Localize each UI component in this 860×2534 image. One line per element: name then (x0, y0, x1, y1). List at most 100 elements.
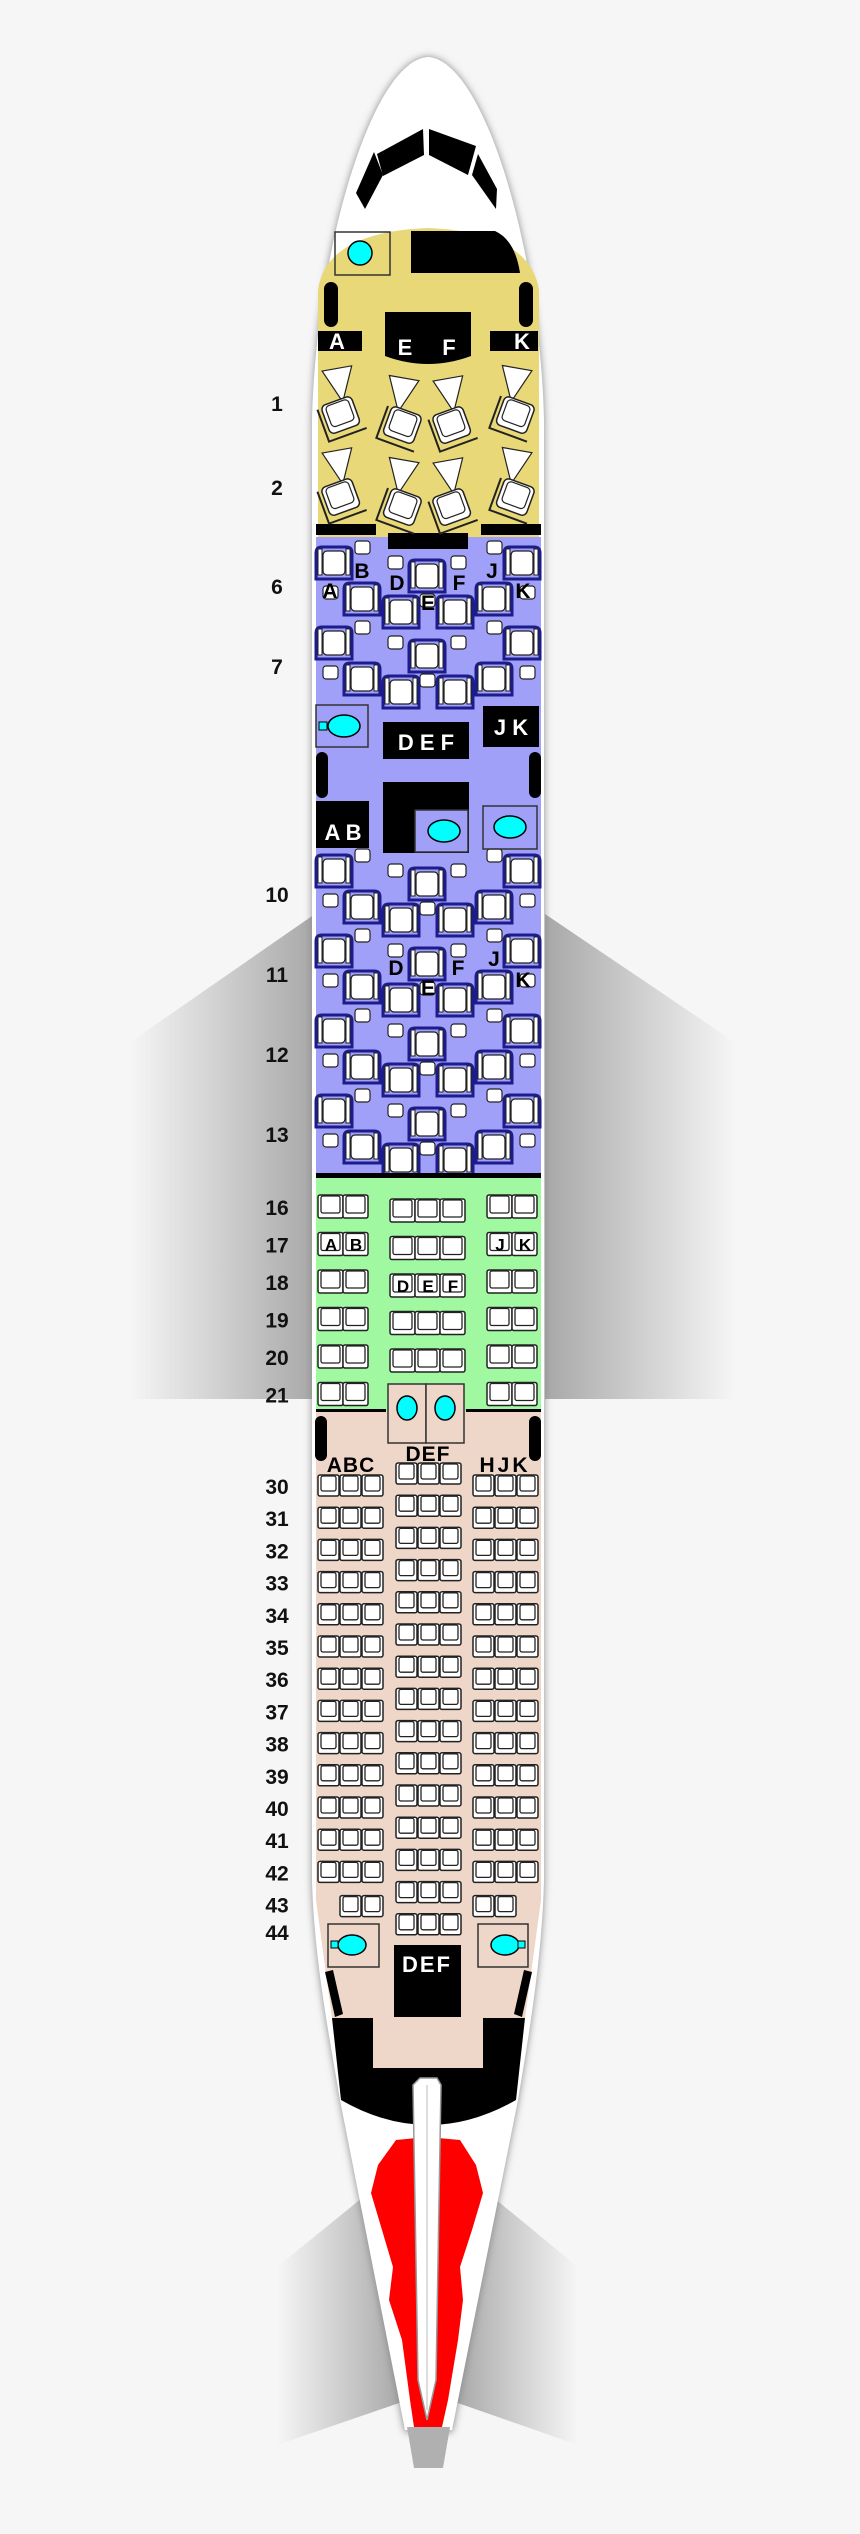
seat-16A[interactable] (317, 1194, 344, 1219)
seat-40K[interactable] (516, 1796, 539, 1819)
seat-1K[interactable] (488, 394, 539, 443)
seat-38H[interactable] (472, 1731, 495, 1755)
seat-39H[interactable] (472, 1764, 495, 1787)
seat-6D[interactable] (381, 594, 421, 630)
seat-39A[interactable] (317, 1764, 340, 1787)
seat-37D[interactable] (395, 1687, 418, 1711)
seat-43J[interactable] (494, 1894, 517, 1918)
seat-30F[interactable] (439, 1462, 462, 1485)
seat-35D[interactable] (395, 1623, 418, 1646)
seat-20A[interactable] (317, 1344, 344, 1369)
seat-34K[interactable] (516, 1603, 539, 1626)
seat-41K[interactable] (516, 1828, 539, 1851)
seat-37H[interactable] (472, 1699, 495, 1723)
seat-35E[interactable] (417, 1623, 440, 1646)
seat-41D[interactable] (395, 1816, 418, 1839)
seat-21J[interactable] (486, 1381, 513, 1407)
seat-12J[interactable] (474, 1049, 514, 1085)
seat-38A[interactable] (317, 1731, 340, 1755)
seat-11B[interactable] (342, 969, 382, 1005)
seat-32F[interactable] (439, 1526, 462, 1550)
seat-35H[interactable] (472, 1635, 495, 1658)
seat-10A[interactable] (314, 853, 354, 889)
seat-18A[interactable] (317, 1269, 344, 1294)
seat-16E[interactable] (414, 1198, 441, 1223)
seat-37E[interactable] (417, 1687, 440, 1711)
seat-35B[interactable] (339, 1635, 362, 1658)
seat-31J[interactable] (494, 1506, 517, 1529)
seat-6E[interactable] (407, 558, 447, 594)
seat-42A[interactable] (317, 1860, 340, 1884)
seat-32H[interactable] (472, 1538, 495, 1562)
seat-32B[interactable] (339, 1538, 362, 1562)
seat-34H[interactable] (472, 1603, 495, 1626)
seat-30J[interactable] (494, 1474, 517, 1497)
seat-17B[interactable] (342, 1231, 369, 1257)
seat-7F[interactable] (435, 674, 475, 710)
seat-40J[interactable] (494, 1796, 517, 1819)
seat-2F[interactable] (427, 486, 478, 535)
seat-43C[interactable] (361, 1894, 384, 1918)
seat-35F[interactable] (439, 1623, 462, 1646)
seat-1E[interactable] (375, 404, 426, 453)
seat-44D[interactable] (395, 1913, 418, 1936)
seat-41C[interactable] (361, 1828, 384, 1851)
seat-42F[interactable] (439, 1848, 462, 1872)
seat-17F[interactable] (439, 1235, 466, 1261)
seat-42J[interactable] (494, 1860, 517, 1884)
seat-35A[interactable] (317, 1635, 340, 1658)
seat-33F[interactable] (439, 1558, 462, 1582)
seat-30C[interactable] (361, 1474, 384, 1497)
seat-2A[interactable] (316, 476, 367, 525)
seat-18B[interactable] (342, 1269, 369, 1294)
seat-17A[interactable] (317, 1231, 344, 1257)
seat-10F[interactable] (435, 902, 475, 938)
seat-19D[interactable] (389, 1310, 416, 1336)
seat-35C[interactable] (361, 1635, 384, 1658)
seat-37J[interactable] (494, 1699, 517, 1723)
seat-11A[interactable] (314, 933, 354, 969)
seat-44E[interactable] (417, 1913, 440, 1936)
seat-42B[interactable] (339, 1860, 362, 1884)
seat-6B[interactable] (342, 581, 382, 617)
seat-41A[interactable] (317, 1828, 340, 1851)
seat-36C[interactable] (361, 1667, 384, 1690)
seat-31D[interactable] (395, 1494, 418, 1517)
seat-43F[interactable] (439, 1880, 462, 1904)
seat-10B[interactable] (342, 889, 382, 925)
seat-11D[interactable] (381, 982, 421, 1018)
seat-16K[interactable] (511, 1194, 538, 1219)
seat-7B[interactable] (342, 661, 382, 697)
seat-37C[interactable] (361, 1699, 384, 1723)
seat-38F[interactable] (439, 1719, 462, 1743)
seat-7K[interactable] (502, 625, 542, 661)
seat-32K[interactable] (516, 1538, 539, 1562)
seat-12D[interactable] (381, 1062, 421, 1098)
seat-34B[interactable] (339, 1603, 362, 1626)
seat-36K[interactable] (516, 1667, 539, 1690)
seat-13A[interactable] (314, 1093, 354, 1129)
seat-41J[interactable] (494, 1828, 517, 1851)
seat-2E[interactable] (375, 486, 426, 535)
seat-11J[interactable] (474, 969, 514, 1005)
seat-33B[interactable] (339, 1570, 362, 1594)
seat-39F[interactable] (439, 1752, 462, 1775)
seat-41B[interactable] (339, 1828, 362, 1851)
seat-44F[interactable] (439, 1913, 462, 1936)
seat-31K[interactable] (516, 1506, 539, 1529)
seat-11F[interactable] (435, 982, 475, 1018)
seat-19E[interactable] (414, 1310, 441, 1336)
seat-13D[interactable] (381, 1142, 421, 1178)
seat-39C[interactable] (361, 1764, 384, 1787)
seat-41F[interactable] (439, 1816, 462, 1839)
seat-40F[interactable] (439, 1784, 462, 1807)
seat-32C[interactable] (361, 1538, 384, 1562)
seat-16B[interactable] (342, 1194, 369, 1219)
seat-38D[interactable] (395, 1719, 418, 1743)
seat-35K[interactable] (516, 1635, 539, 1658)
seat-13E[interactable] (407, 1106, 447, 1142)
seat-7D[interactable] (381, 674, 421, 710)
seat-36D[interactable] (395, 1655, 418, 1678)
seat-20E[interactable] (414, 1348, 441, 1373)
seat-1F[interactable] (427, 404, 478, 453)
